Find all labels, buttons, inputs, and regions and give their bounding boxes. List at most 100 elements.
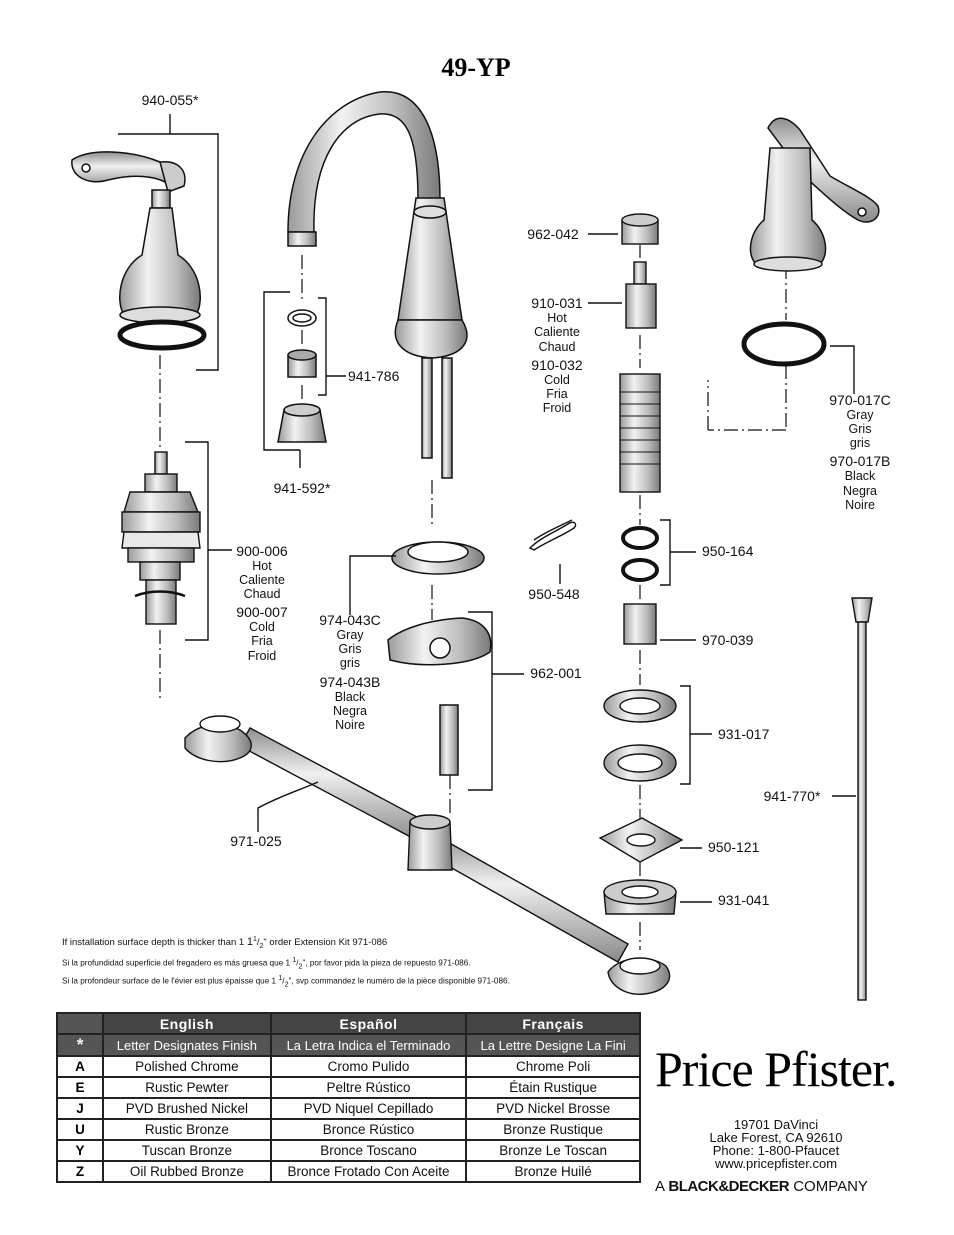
finish-table: English Español Français * Letter Design… — [56, 1012, 641, 1183]
company-prefix: A — [655, 1178, 665, 1195]
table-row-legend: * Letter Designates Finish La Letra Indi… — [56, 1033, 641, 1057]
label-974-043B: 974-043B — [320, 674, 381, 690]
label-900-006: 900-006 — [236, 543, 288, 559]
right-handle-assembly — [741, 117, 880, 367]
brand-address-line2: Lake Forest, CA 92610 — [709, 1130, 843, 1145]
label-900-006-caliente: Caliente — [239, 573, 285, 587]
label-941-770: 941-770* — [764, 788, 821, 804]
legend-es: La Letra Indica el Terminado — [269, 1033, 468, 1057]
label-910-032-froid: Froid — [543, 401, 572, 415]
finish-fr: Chrome Poli — [465, 1055, 641, 1078]
aerator-parts — [277, 309, 327, 443]
label-910-031-caliente: Caliente — [534, 325, 580, 339]
table-row: A Polished Chrome Cromo Pulido Chrome Po… — [56, 1055, 641, 1078]
table-row: J PVD Brushed Nickel PVD Niquel Cepillad… — [56, 1097, 641, 1120]
label-974-043B-black: Black — [335, 690, 366, 704]
note-english: If installation surface depth is thicker… — [62, 936, 388, 951]
finish-en: Oil Rubbed Bronze — [102, 1160, 272, 1183]
label-900-006-hot: Hot — [252, 559, 272, 573]
label-962-042: 962-042 — [527, 226, 579, 242]
finish-en: Polished Chrome — [102, 1055, 272, 1078]
label-974-043B-negra: Negra — [333, 704, 367, 718]
label-941-786: 941-786 — [348, 368, 400, 384]
finish-table-header: English Español Français — [56, 1012, 641, 1035]
company-suffix: COMPANY — [793, 1178, 868, 1195]
header-francais: Français — [465, 1012, 641, 1035]
black-decker-logo: BLACK&DECKER — [668, 1178, 790, 1195]
label-970-017B-negra: Negra — [843, 484, 877, 498]
finish-en: Rustic Pewter — [102, 1076, 272, 1099]
label-970-017C-gris: Gris — [849, 422, 872, 436]
finish-en: Rustic Bronze — [102, 1118, 272, 1141]
table-row: E Rustic Pewter Peltre Rústico Étain Rus… — [56, 1076, 641, 1099]
finish-en: Tuscan Bronze — [102, 1139, 272, 1162]
table-row: Z Oil Rubbed Bronze Bronce Frotado Con A… — [56, 1160, 641, 1183]
label-970-017B-noire: Noire — [845, 498, 875, 512]
label-910-032-fria: Fria — [546, 387, 568, 401]
company-line: A BLACK&DECKER COMPANY — [655, 1178, 868, 1195]
label-962-001: 962-001 — [530, 665, 582, 681]
legend-star: * — [56, 1033, 104, 1057]
label-974-043C-gris2: gris — [340, 656, 360, 670]
header-english: English — [102, 1012, 272, 1035]
brand-phone: Phone: 1-800-Pfaucet — [712, 1143, 840, 1158]
label-941-592: 941-592* — [274, 480, 331, 496]
label-931-017: 931-017 — [718, 726, 770, 742]
header-blank — [56, 1012, 104, 1035]
brand-website: www.pricepfister.com — [714, 1156, 838, 1171]
finish-es: Cromo Pulido — [269, 1055, 468, 1078]
popup-rod — [851, 597, 873, 1001]
leader-lines — [118, 114, 856, 903]
label-970-017B: 970-017B — [830, 453, 891, 469]
label-950-121: 950-121 — [708, 839, 760, 855]
label-950-164: 950-164 — [702, 543, 754, 559]
label-910-031-hot: Hot — [547, 311, 567, 325]
finish-code: E — [56, 1076, 104, 1099]
page-title: 49-YP — [441, 53, 510, 82]
note-french: Si la profondeur surface de le l'évier e… — [62, 975, 510, 989]
finish-fr: Étain Rustique — [465, 1076, 641, 1099]
spout-assembly — [287, 91, 468, 479]
brand-logo: Price Pfister. — [655, 1041, 898, 1097]
finish-code: Y — [56, 1139, 104, 1162]
hose-971-025 — [184, 715, 671, 995]
legend-en: Letter Designates Finish — [102, 1033, 272, 1057]
finish-code: A — [56, 1055, 104, 1078]
label-931-041: 931-041 — [718, 892, 770, 908]
label-974-043C: 974-043C — [319, 612, 381, 628]
finish-en: PVD Brushed Nickel — [102, 1097, 272, 1120]
finish-fr: Bronze Rustique — [465, 1118, 641, 1141]
label-910-031: 910-031 — [531, 295, 583, 311]
legend-fr: La Lettre Designe La Fini — [465, 1033, 641, 1057]
label-974-043C-gray: Gray — [336, 628, 364, 642]
header-espanol: Español — [269, 1012, 468, 1035]
finish-es: Bronce Rústico — [269, 1118, 468, 1141]
table-row: U Rustic Bronze Bronce Rústico Bronze Ru… — [56, 1118, 641, 1141]
clip-950-548 — [528, 519, 577, 551]
label-970-017C: 970-017C — [829, 392, 891, 408]
left-valve-assembly — [121, 451, 201, 625]
finish-fr: PVD Nickel Brosse — [465, 1097, 641, 1120]
finish-es: Bronce Frotado Con Aceite — [269, 1160, 468, 1183]
label-900-007: 900-007 — [236, 604, 288, 620]
label-900-007-fria: Fria — [251, 634, 273, 648]
finish-code: U — [56, 1118, 104, 1141]
right-valve-stack — [598, 213, 684, 915]
table-row: Y Tuscan Bronze Bronce Toscano Bronze Le… — [56, 1139, 641, 1162]
label-970-017C-gray: Gray — [846, 408, 874, 422]
label-970-017B-black: Black — [845, 469, 876, 483]
left-handle-assembly — [71, 151, 207, 351]
label-971-025: 971-025 — [230, 833, 282, 849]
label-974-043B-noire: Noire — [335, 718, 365, 732]
finish-fr: Bronze Huilé — [465, 1160, 641, 1183]
label-900-007-froid: Froid — [248, 649, 277, 663]
escutcheon-and-nut — [387, 541, 492, 776]
label-940-055: 940-055* — [142, 92, 199, 108]
label-910-032-cold: Cold — [544, 373, 570, 387]
finish-es: Bronce Toscano — [269, 1139, 468, 1162]
finish-fr: Bronze Le Toscan — [465, 1139, 641, 1162]
finish-code: J — [56, 1097, 104, 1120]
finish-es: PVD Niquel Cepillado — [269, 1097, 468, 1120]
label-970-039: 970-039 — [702, 632, 754, 648]
part-labels: 940-055* 941-786 941-592* 962-042 910-03… — [142, 92, 891, 908]
